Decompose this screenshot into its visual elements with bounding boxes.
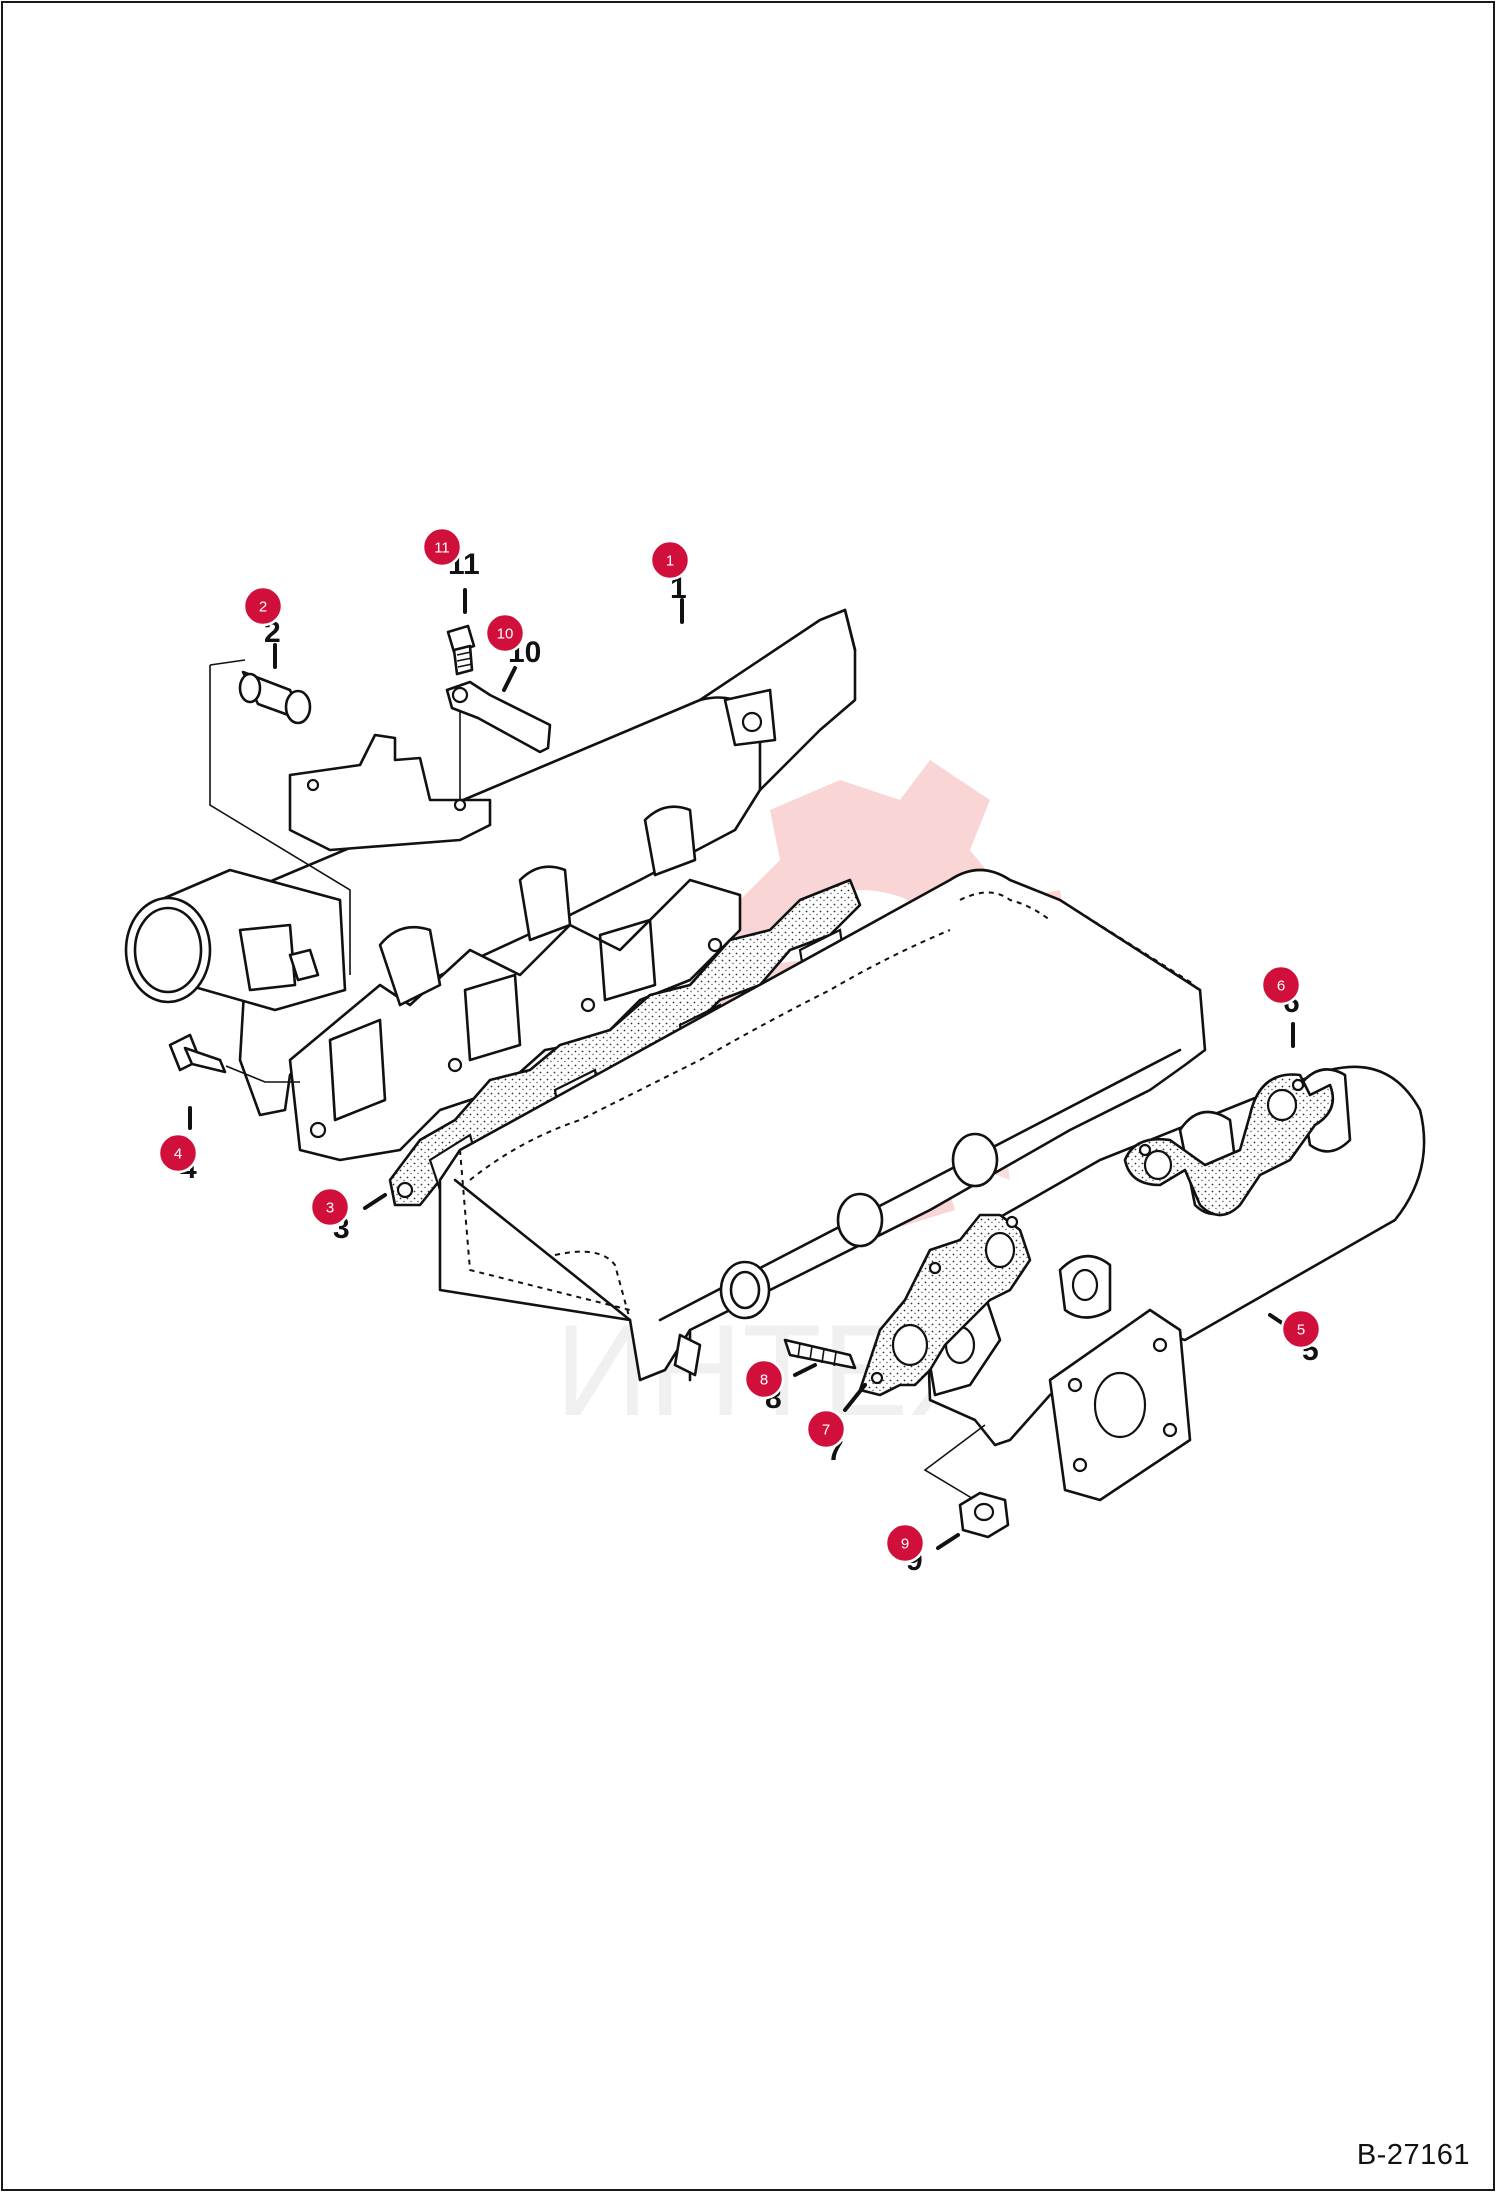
callout-badge-7-label: 7 <box>822 1422 830 1439</box>
callout-badge-1-label: 1 <box>666 553 674 570</box>
callout-badge-10[interactable]: 10 <box>484 612 526 654</box>
printed-number-1: 1 <box>670 572 687 605</box>
callout-badge-3-label: 3 <box>326 1200 334 1217</box>
callout-badges: 1 2 3 4 5 6 7 8 <box>157 526 1322 1564</box>
callout-badge-9-label: 9 <box>901 1536 909 1553</box>
callout-badge-4[interactable]: 4 <box>157 1132 199 1174</box>
callout-badge-8-label: 8 <box>760 1372 768 1389</box>
callout-badge-5-label: 5 <box>1297 1322 1305 1339</box>
part-2-guide-lines <box>209 659 351 975</box>
part-2-hose-nipple <box>238 670 312 725</box>
callout-badge-9[interactable]: 9 <box>884 1522 926 1564</box>
part-4-banjo-bolt <box>168 1033 300 1083</box>
part-11-bolt <box>446 624 476 676</box>
callout-badge-2-label: 2 <box>259 599 267 616</box>
callout-badge-7[interactable]: 7 <box>805 1408 847 1450</box>
callout-badge-1[interactable]: 1 <box>649 539 691 581</box>
callout-badge-11[interactable]: 11 <box>421 526 463 568</box>
callout-badge-6[interactable]: 6 <box>1260 964 1302 1006</box>
part-9-nut <box>923 1424 1010 1539</box>
callout-badge-4-label: 4 <box>174 1146 182 1163</box>
part-7-exhaust-gasket-front <box>858 1213 1032 1397</box>
callout-badge-8[interactable]: 8 <box>743 1358 785 1400</box>
callout-badge-5[interactable]: 5 <box>1280 1308 1322 1350</box>
callout-badge-2[interactable]: 2 <box>242 585 284 627</box>
leader-lines <box>188 588 1295 1550</box>
cylinder-head-reference <box>438 868 1207 1382</box>
drawing-reference-code: B-27161 <box>1356 2139 1470 2171</box>
callout-badge-6-label: 6 <box>1277 978 1285 995</box>
callout-badge-10-label: 10 <box>497 626 514 643</box>
part-8-stud <box>783 1338 857 1370</box>
callout-badge-3[interactable]: 3 <box>309 1186 351 1228</box>
part-10-bracket-plate <box>445 680 552 800</box>
callout-badge-11-label: 11 <box>434 540 450 557</box>
part-6-exhaust-gasket-rear <box>1123 1073 1335 1217</box>
